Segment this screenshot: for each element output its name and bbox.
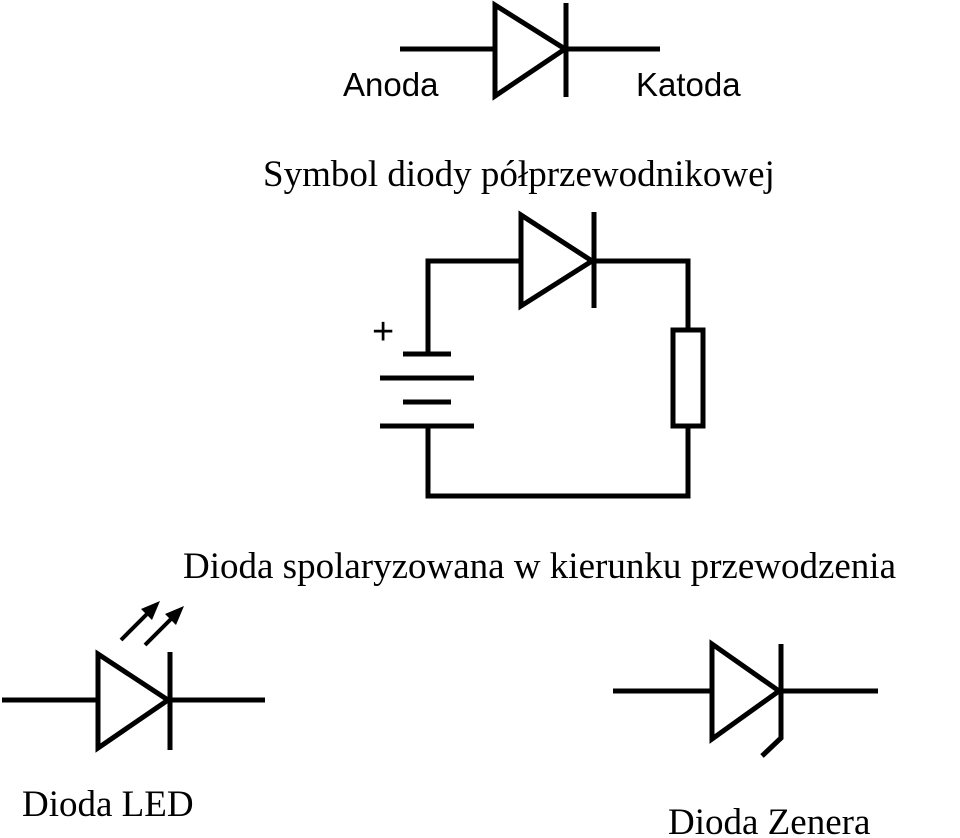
forward-bias-caption: Dioda spolaryzowana w kierunku przewodze… <box>183 546 896 587</box>
led-arrow-2-head <box>165 606 184 625</box>
semiconductor-diode-symbol <box>400 0 660 101</box>
circuit-diode-triangle <box>518 210 597 311</box>
zener-triangle <box>709 639 784 744</box>
led-triangle <box>95 649 173 753</box>
anode-label: Anoda <box>343 66 439 103</box>
wire-resistor-to-battery <box>425 426 691 499</box>
zener-cathode-bar <box>760 644 784 758</box>
wire-diode-to-resistor <box>593 258 691 330</box>
led-arrow-1-shaft <box>119 609 152 642</box>
led-caption: Dioda LED <box>22 784 194 825</box>
resistor <box>670 327 706 429</box>
diode-symbol-caption: Symbol diody półprzewodnikowej <box>263 154 775 195</box>
wire-battery-to-diode <box>425 258 521 354</box>
diode-triangle <box>492 0 570 101</box>
zener-caption: Dioda Zenera <box>668 802 870 838</box>
cathode-label: Katoda <box>636 66 741 103</box>
forward-bias-circuit <box>380 210 706 499</box>
led-diode-symbol <box>2 601 265 753</box>
led-arrow-1-head <box>141 601 160 620</box>
led-arrow-2-shaft <box>143 614 176 647</box>
zener-diode-symbol <box>613 639 878 758</box>
plus-sign: + <box>372 311 394 353</box>
